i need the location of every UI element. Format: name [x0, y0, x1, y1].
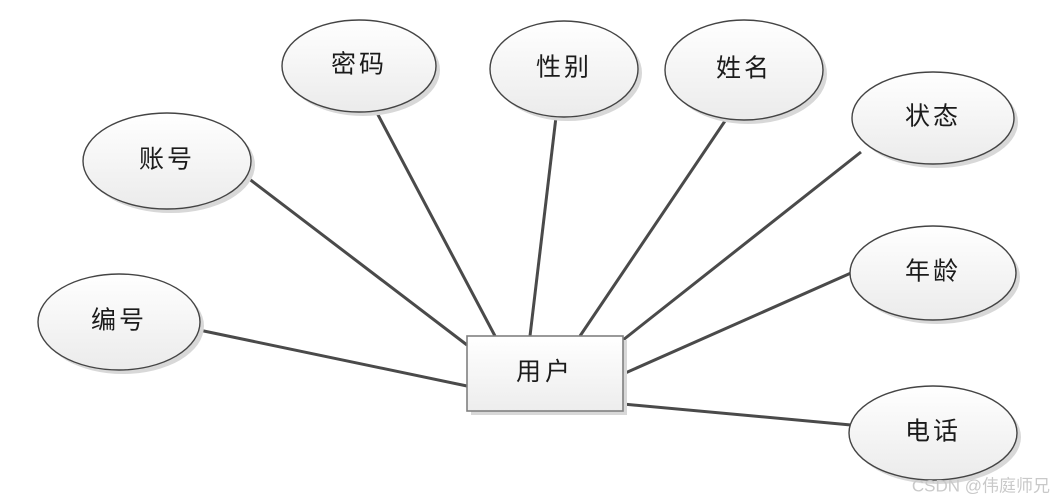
attribute-label-password: 密码 [331, 51, 387, 79]
connector-group [198, 110, 862, 427]
attribute-node-password[interactable]: 密码 [281, 19, 440, 116]
attribute-label-gender: 性别 [536, 54, 592, 82]
attribute-ellipse-name [664, 19, 824, 121]
attribute-node-gender[interactable]: 性别 [489, 20, 642, 121]
attribute-label-account: 账号 [139, 147, 195, 174]
connector-line-phone [622, 402, 852, 427]
attribute-ellipse-age [849, 225, 1017, 321]
attribute-node-name[interactable]: 姓名 [664, 19, 827, 124]
watermark-text: CSDN @伟庭师兄 [912, 476, 1050, 495]
attribute-ellipse-status [851, 71, 1015, 165]
connector-line-age [622, 271, 852, 376]
entity-rectangle [466, 335, 624, 412]
connector-line-account [247, 176, 468, 347]
attribute-label-number: 编号 [91, 307, 147, 335]
connector-line-name [578, 117, 729, 337]
attribute-ellipse-password [281, 19, 437, 113]
attribute-label-age: 年龄 [905, 258, 961, 286]
entity-label: 用户 [516, 358, 574, 386]
attribute-node-number[interactable]: 编号 [37, 273, 204, 374]
attribute-node-age[interactable]: 年龄 [849, 225, 1020, 324]
attribute-label-status: 状态 [905, 103, 961, 131]
attribute-label-phone: 电话 [905, 418, 961, 446]
attribute-ellipse-account [82, 112, 252, 210]
connector-line-password [374, 110, 497, 337]
attribute-ellipse-gender [489, 20, 639, 118]
connector-line-gender [528, 116, 558, 337]
attribute-node-phone[interactable]: 电话 [848, 385, 1021, 484]
connector-line-number [198, 328, 468, 388]
attribute-node-account[interactable]: 账号 [82, 112, 255, 213]
entity-node-user[interactable]: 用户 [466, 335, 627, 415]
attribute-ellipse-number [37, 273, 201, 371]
attribute-ellipse-phone [848, 385, 1018, 481]
attribute-node-status[interactable]: 状态 [851, 71, 1018, 168]
connector-line-status [622, 150, 862, 342]
attribute-label-name: 姓名 [716, 55, 772, 83]
